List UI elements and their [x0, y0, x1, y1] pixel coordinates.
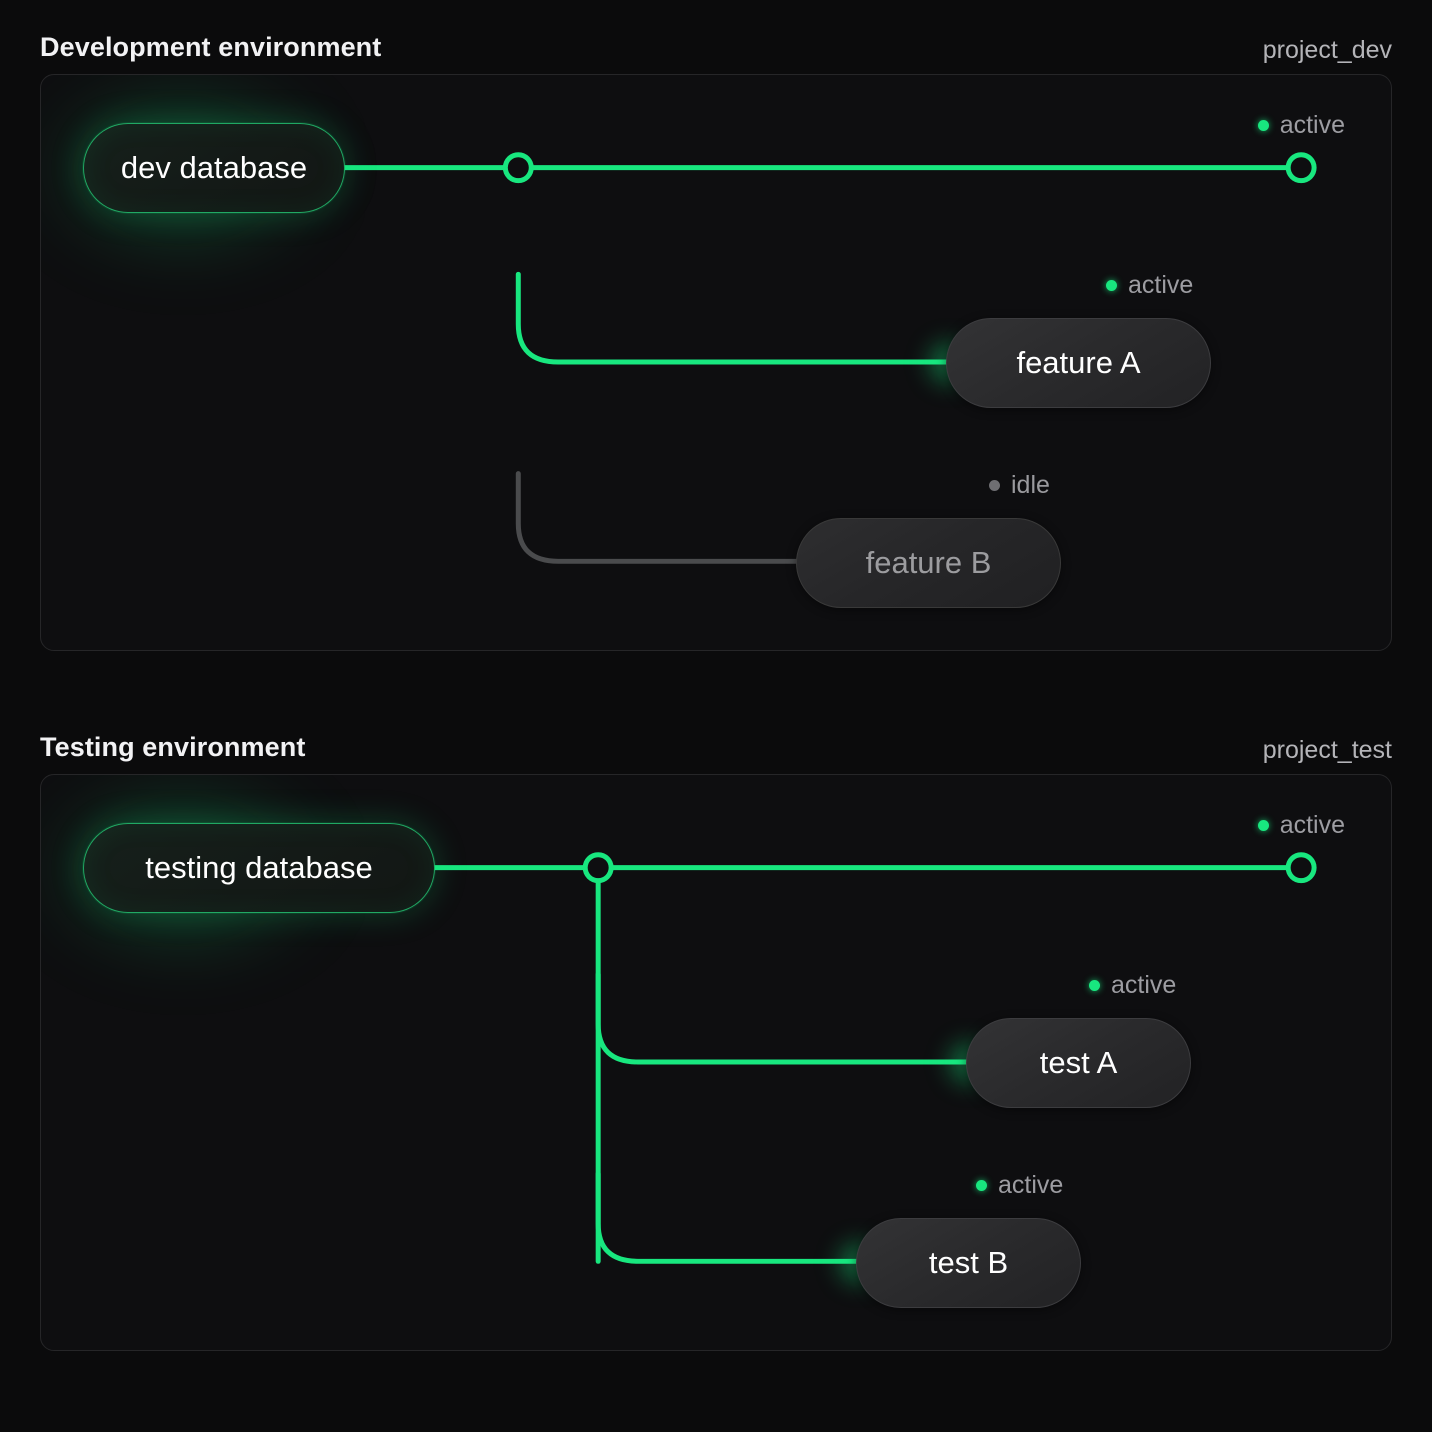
section-development: Development environment project_dev	[0, 0, 1432, 651]
status-dot-icon	[1257, 120, 1269, 131]
endpoint-node-testing[interactable]	[1285, 852, 1317, 884]
status-label-test-a: active	[1111, 971, 1177, 999]
endpoint-node-development[interactable]	[1285, 152, 1317, 184]
status-label-feature-a: active	[1128, 271, 1194, 299]
branch-line-test-a	[595, 971, 971, 1065]
graph-panel-development: dev database active active feature A idl…	[40, 74, 1392, 651]
connections-svg-development	[341, 152, 1317, 564]
branch-line-feature-b	[515, 471, 801, 564]
node-label-test-b: test B	[928, 1245, 1009, 1280]
graph-panel-testing: testing database active active test A ac…	[40, 774, 1392, 1351]
status-dot-icon	[1089, 980, 1100, 991]
branch-line-feature-a	[515, 271, 951, 365]
node-test-b[interactable]: test B	[856, 1218, 1081, 1308]
node-feature-b[interactable]: feature B	[796, 518, 1061, 608]
section-header-testing: Testing environment project_test	[40, 700, 1392, 774]
connection-canvas-development	[41, 75, 1391, 650]
status-badge-bus-testing: active	[1257, 811, 1345, 840]
status-label-feature-b: idle	[1011, 471, 1050, 499]
node-test-a[interactable]: test A	[966, 1018, 1191, 1108]
node-testing-database[interactable]: testing database	[83, 823, 435, 913]
status-label-bus-testing: active	[1279, 811, 1345, 839]
node-label-test-a: test A	[1039, 1045, 1118, 1080]
status-dot-icon	[1257, 820, 1269, 831]
status-badge-test-b: active	[976, 1171, 1063, 1200]
node-label-dev-database: dev database	[120, 150, 308, 185]
status-dot-icon	[1106, 280, 1117, 291]
page-title-development: Development environment	[40, 32, 382, 62]
status-label-test-b: active	[998, 1171, 1064, 1199]
status-badge-feature-a: active	[1106, 271, 1193, 300]
section-testing: Testing environment project_test	[0, 700, 1432, 1351]
node-label-feature-b: feature B	[865, 545, 992, 580]
status-dot-icon	[989, 480, 1000, 491]
project-name-testing: project_test	[1262, 736, 1392, 764]
status-badge-bus-development: active	[1257, 111, 1345, 140]
project-name-development: project_dev	[1262, 36, 1392, 64]
junction-node-testing[interactable]	[582, 852, 614, 884]
status-badge-test-a: active	[1089, 971, 1176, 1000]
connections-svg-testing	[431, 852, 1317, 1264]
status-badge-feature-b: idle	[989, 471, 1050, 500]
page-title-testing: Testing environment	[40, 732, 306, 762]
node-feature-a[interactable]: feature A	[946, 318, 1211, 408]
connection-canvas-testing	[41, 775, 1391, 1350]
node-label-feature-a: feature A	[1016, 345, 1141, 380]
branch-line-test-b	[595, 1171, 861, 1264]
status-dot-icon	[976, 1180, 987, 1191]
section-header-development: Development environment project_dev	[40, 0, 1392, 74]
node-dev-database[interactable]: dev database	[83, 123, 345, 213]
junction-node-development[interactable]	[502, 152, 534, 184]
status-label-bus-development: active	[1279, 111, 1345, 139]
node-label-testing-database: testing database	[145, 850, 373, 885]
